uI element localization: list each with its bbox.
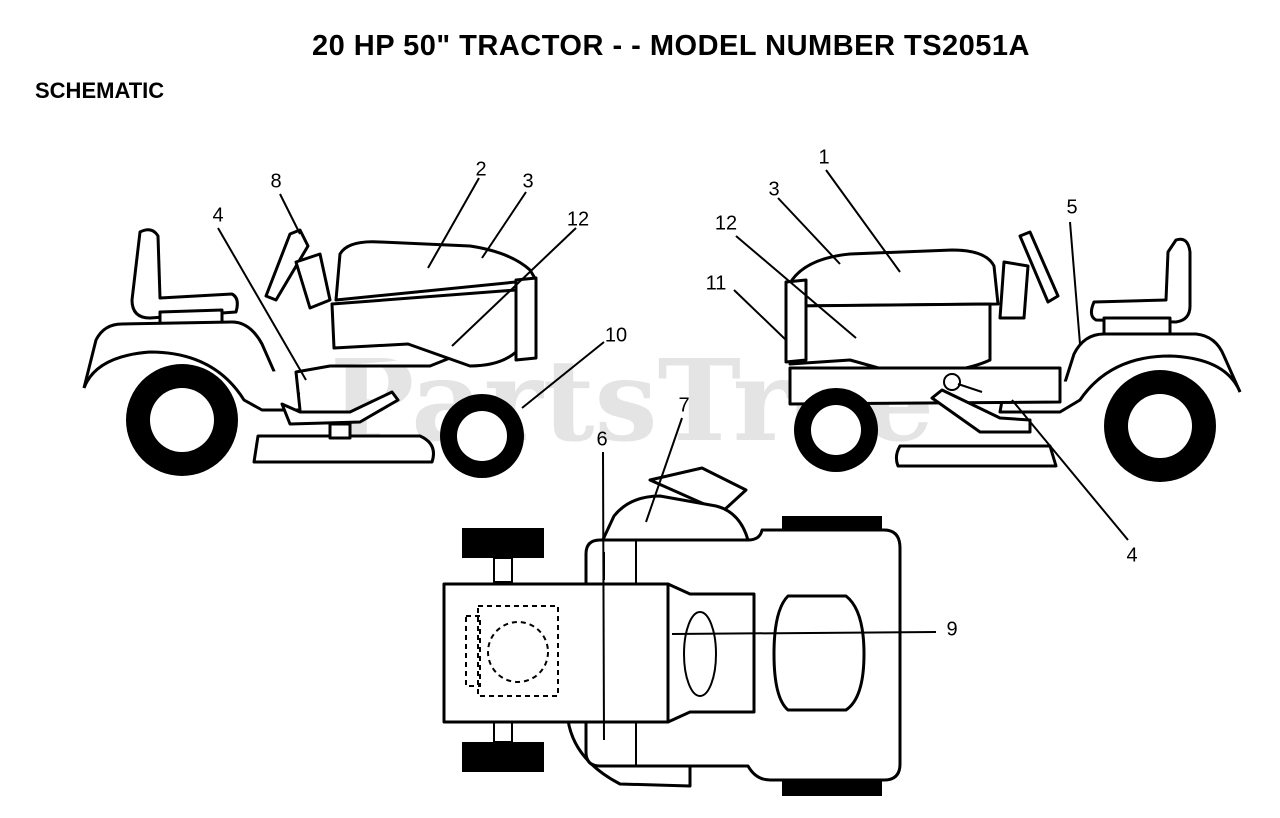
right-hood-side (788, 302, 992, 376)
left-footrest (280, 390, 400, 426)
right-grille (784, 278, 808, 364)
top-engine-outline (477, 605, 559, 697)
right-steering-wheel (1018, 230, 1060, 304)
left-callout-lines (217, 177, 605, 409)
left-hood-top (334, 240, 538, 302)
callout-top-6: 6 (596, 428, 607, 450)
callout-left-2: 2 (475, 158, 486, 180)
callout-left-12: 12 (567, 208, 589, 230)
callout-left-3: 3 (522, 170, 533, 192)
top-front-right-tire (782, 780, 882, 796)
right-front-rim (811, 405, 861, 455)
left-front-rim (457, 411, 507, 461)
left-mower-deck (252, 434, 435, 464)
left-deck-mount (328, 422, 352, 440)
callout-right-4: 4 (1126, 544, 1137, 566)
right-side-view (784, 230, 1242, 482)
top-view (442, 466, 902, 796)
callout-left-8: 8 (270, 170, 281, 192)
callout-right-3: 3 (768, 178, 779, 200)
callout-labels: 8 2 3 12 4 10 1 3 12 11 5 4 7 6 9 (212, 146, 1137, 640)
left-grille (514, 276, 538, 362)
top-deck-edge (598, 494, 750, 548)
diagram-subtitle: SCHEMATIC (35, 78, 165, 103)
right-lever-knob (943, 373, 961, 391)
left-side-view (82, 228, 538, 478)
left-steering-column (294, 252, 332, 310)
top-callout-lines (602, 417, 937, 741)
top-rear-right-tire (462, 742, 544, 772)
top-engine-side (465, 615, 481, 687)
right-callout-lines (733, 169, 1129, 541)
callout-right-11: 11 (706, 272, 727, 294)
callout-left-10: 10 (605, 324, 627, 346)
right-steering-column (998, 260, 1030, 320)
callout-top-7: 7 (678, 394, 689, 416)
right-mower-deck (894, 444, 1058, 468)
top-seat (772, 594, 866, 712)
right-rear-rim (1128, 394, 1192, 458)
top-rear-left-axle (493, 557, 513, 583)
callout-right-12: 12 (715, 212, 737, 234)
callout-top-9: 9 (946, 618, 957, 640)
left-rear-rim (150, 388, 214, 452)
top-engine-fan (487, 621, 549, 683)
callout-right-1: 1 (818, 146, 829, 168)
callout-right-5: 5 (1066, 196, 1077, 218)
right-seat (1089, 237, 1192, 324)
right-footrest (930, 388, 1032, 434)
left-seat (130, 228, 239, 320)
top-steering-wheel (683, 611, 717, 697)
top-front-left-tire (782, 516, 882, 532)
top-rear-left-tire (462, 528, 544, 558)
callout-left-4: 4 (212, 204, 223, 226)
right-seat-base (1102, 316, 1172, 336)
right-hood-top (790, 248, 1000, 308)
diagram-title: 20 HP 50" TRACTOR - - MODEL NUMBER TS205… (311, 30, 1030, 62)
